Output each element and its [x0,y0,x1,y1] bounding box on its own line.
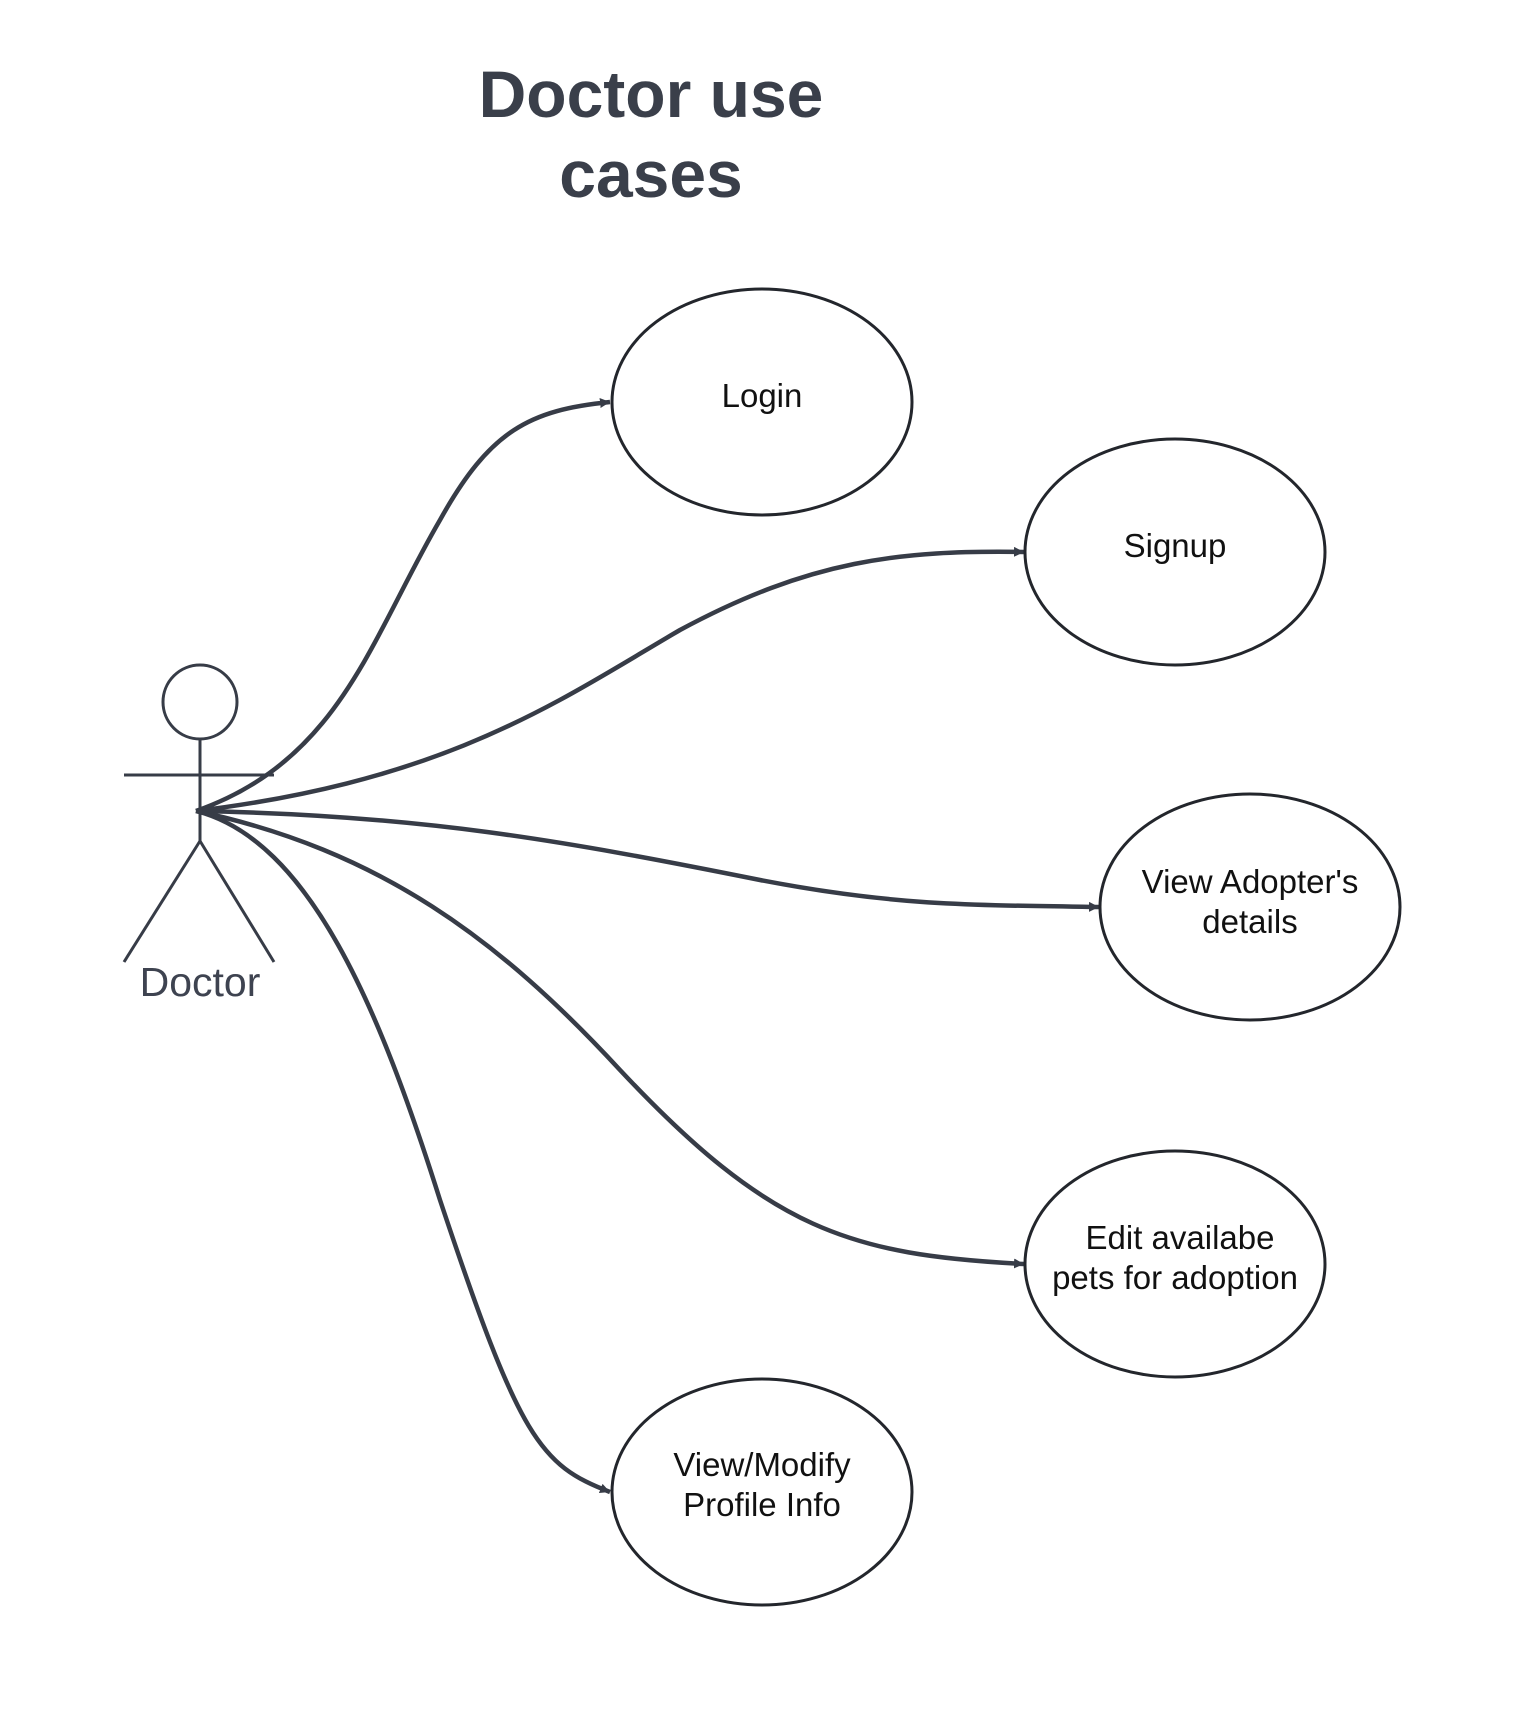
use-case-label-line-1: Edit availabe [1086,1219,1275,1256]
use-case-view-adopters-details[interactable]: View Adopter's details [1098,792,1402,1022]
use-cases: Login Signup View Adopter's details Edit… [610,287,1402,1607]
actor-label: Doctor [140,959,261,1005]
actor-doctor [122,663,276,963]
use-case-label-line-2: Profile Info [683,1486,841,1523]
use-case-login[interactable]: Login [610,287,914,517]
use-case-view-modify-profile[interactable]: View/Modify Profile Info [610,1377,914,1607]
arrow-to-login [195,398,611,814]
associations [195,398,1100,1495]
diagram-title-line-1: Doctor use [479,57,824,131]
use-case-ellipse [610,287,914,517]
use-case-label: Signup [1124,527,1227,564]
use-case-ellipse [1023,437,1327,667]
use-case-ellipse [1023,1149,1327,1379]
use-case-ellipse [1098,792,1402,1022]
use-case-label-line-1: View/Modify [673,1446,851,1483]
actor-right-leg [198,840,276,963]
arrow-to-edit-available-pets [195,808,1025,1269]
actor-left-leg [122,840,202,963]
use-case-signup[interactable]: Signup [1023,437,1327,667]
use-case-label-line-2: pets for adoption [1052,1259,1298,1296]
use-case-label-line-1: View Adopter's [1142,863,1359,900]
use-case-edit-available-pets[interactable]: Edit availabe pets for adoption [1023,1149,1327,1379]
use-case-label: Login [722,377,803,414]
arrow-to-signup [195,546,1025,814]
arrow-to-view-adopters-details [195,808,1100,912]
arrow-to-view-modify-profile [195,808,611,1495]
use-case-ellipse [610,1377,914,1607]
use-case-label-line-2: details [1202,903,1297,940]
actor-head [161,663,239,741]
diagram-title-line-2: cases [559,137,743,211]
